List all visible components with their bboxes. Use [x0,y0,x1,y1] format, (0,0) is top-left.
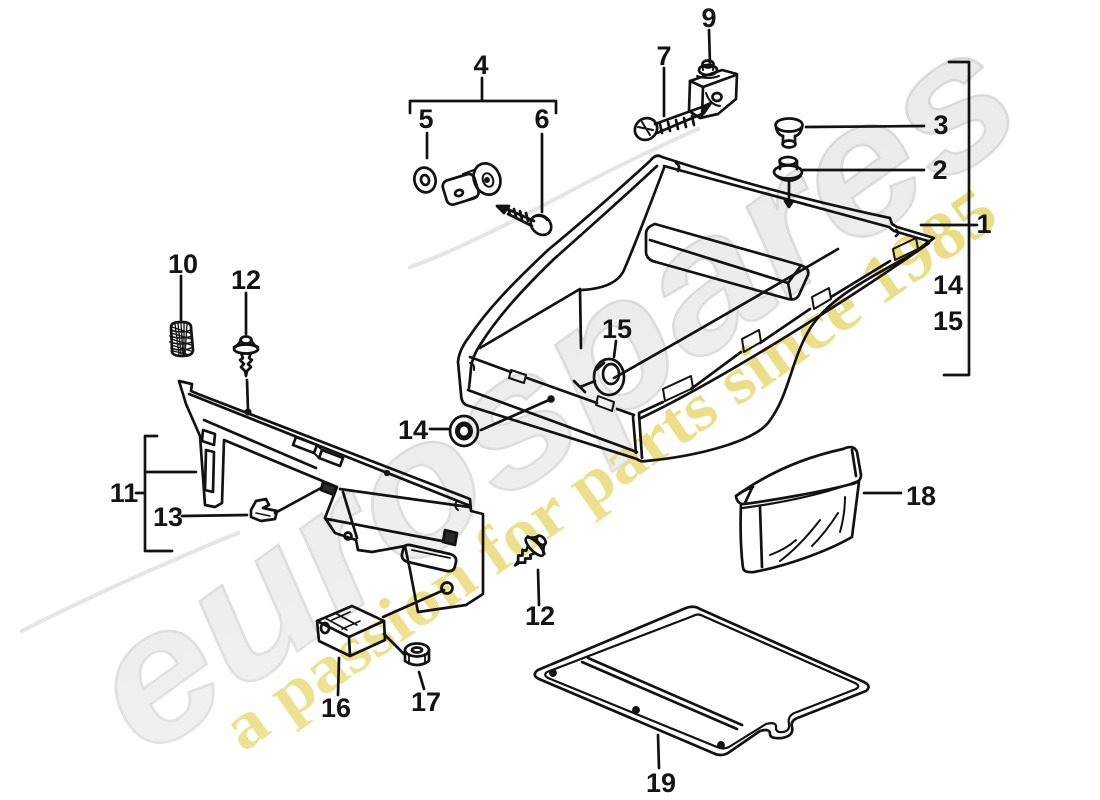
svg-text:2: 2 [932,155,947,185]
svg-text:16: 16 [321,693,351,723]
svg-text:12: 12 [231,265,261,295]
svg-text:15: 15 [602,314,632,344]
svg-text:12: 12 [525,601,555,631]
svg-text:5: 5 [418,104,433,134]
svg-text:19: 19 [646,768,676,798]
svg-text:3: 3 [933,110,948,140]
svg-text:6: 6 [534,104,549,134]
svg-text:7: 7 [656,41,671,71]
svg-text:18: 18 [906,481,936,511]
svg-text:14: 14 [398,415,428,445]
svg-text:17: 17 [411,687,441,717]
svg-text:11: 11 [110,478,139,508]
svg-text:1: 1 [976,209,991,239]
svg-text:9: 9 [701,3,716,33]
svg-text:13: 13 [153,502,183,532]
svg-text:4: 4 [473,50,488,80]
svg-text:10: 10 [168,249,198,279]
svg-text:15: 15 [933,306,963,336]
svg-text:14: 14 [933,270,963,300]
